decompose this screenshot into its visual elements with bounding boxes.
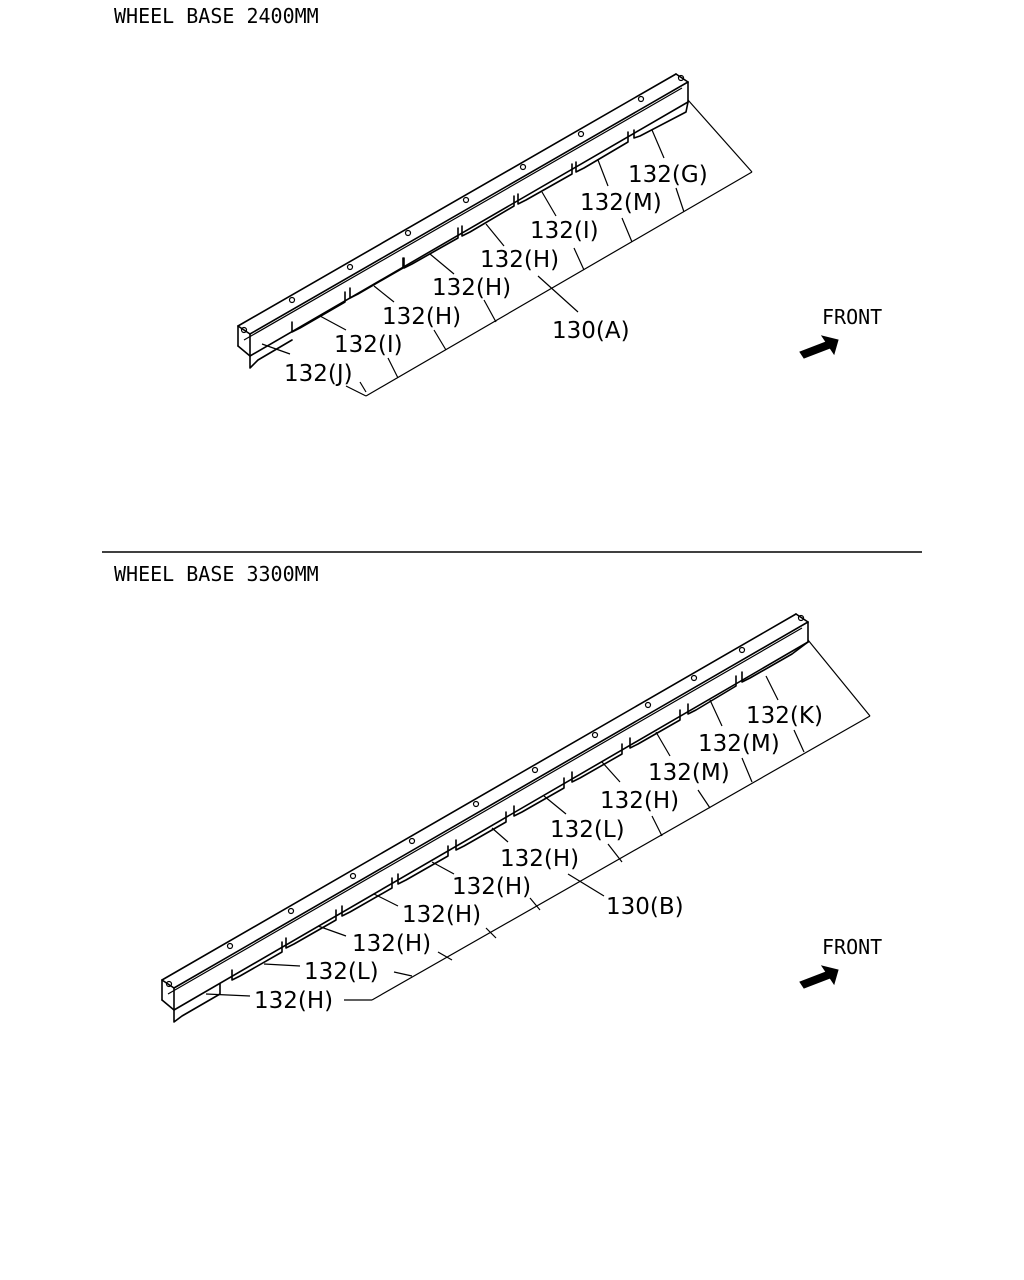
callout-label: 132(M) [698, 731, 780, 757]
callout-label: 132(J) [284, 361, 353, 387]
callout-label: 132(H) [500, 846, 579, 872]
frame-rail-2400-drawing [237, 73, 689, 369]
section-wheel-base-3300: WHEEL BASE 3300MM [114, 562, 882, 1023]
assembly-label: 130(B) [606, 894, 684, 920]
callout-label: 132(I) [334, 332, 403, 358]
callout-label: 132(G) [628, 162, 708, 188]
front-indicator-b: FRONT [799, 935, 882, 989]
front-label: FRONT [822, 935, 882, 959]
section-a-heading: WHEEL BASE 2400MM [114, 4, 319, 28]
callout-label: 132(H) [402, 902, 481, 928]
frame-rail-3300-drawing [161, 613, 809, 1023]
callout-label: 132(H) [432, 275, 511, 301]
assembly-label: 130(A) [552, 318, 630, 344]
callout-label: 132(H) [382, 304, 461, 330]
callout-label: 132(H) [480, 247, 559, 273]
callout-leaders-2400 [261, 99, 753, 397]
callout-label: 132(M) [580, 190, 662, 216]
callout-label: 132(H) [254, 988, 333, 1014]
front-arrow-icon [799, 965, 839, 989]
front-label: FRONT [822, 305, 882, 329]
callout-label: 132(H) [600, 788, 679, 814]
callout-label: 132(I) [530, 218, 599, 244]
callout-label: 132(H) [452, 874, 531, 900]
callout-label: 132(L) [550, 817, 625, 843]
callout-label: 132(L) [304, 959, 379, 985]
callout-label: 132(H) [352, 931, 431, 957]
front-arrow-icon [799, 335, 839, 359]
front-indicator-a: FRONT [799, 305, 882, 359]
section-b-heading: WHEEL BASE 3300MM [114, 562, 319, 586]
callout-label: 132(K) [746, 703, 823, 729]
section-wheel-base-2400: WHEEL BASE 2400MM [114, 4, 882, 397]
callout-label: 132(M) [648, 760, 730, 786]
callouts-2400: 132(G) 132(M) 132(I) 132(H) 132(H) 132(H… [284, 162, 708, 387]
callout-leaders-3300 [205, 639, 871, 1001]
callouts-3300: 132(K) 132(M) 132(M) 132(H) 132(L) 132(H… [254, 703, 823, 1014]
